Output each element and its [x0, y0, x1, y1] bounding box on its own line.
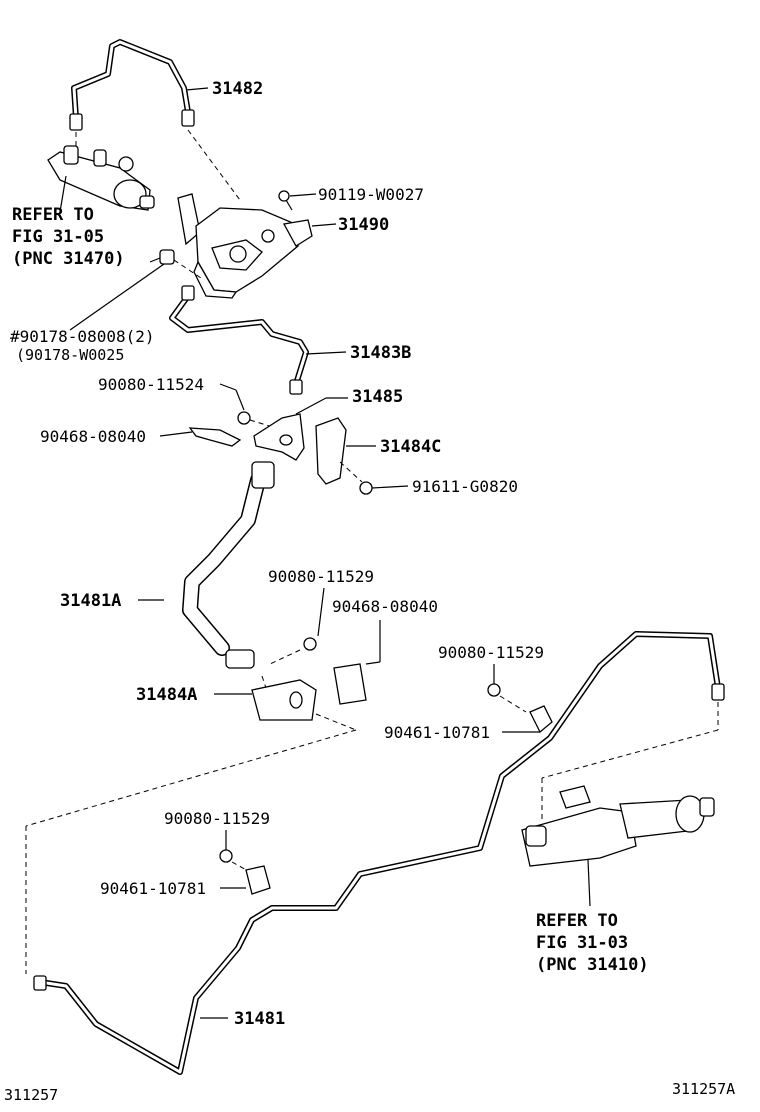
bracket-31484a [214, 679, 317, 721]
refer-bottom-line-3: (PNC 31410) [536, 955, 649, 975]
clamp-90461-10781-a [502, 705, 553, 734]
hose-31481a [182, 461, 275, 669]
label-90119-w0027: 90119-W0027 [318, 185, 424, 204]
label-90178-w0025: (90178-W0025 [16, 346, 124, 364]
refer-top-line-2: FIG 31-05 [12, 227, 104, 247]
valve-assembly-31490 [177, 193, 313, 299]
label-90461-10781-b: 90461-10781 [100, 879, 206, 898]
figure-code-right: 311257A [672, 1080, 735, 1098]
bolt-90080-11524 [219, 383, 277, 429]
label-31483b: 31483B [350, 343, 411, 363]
clamp-90461-10781-b [220, 865, 271, 895]
bolt-90119-w0027 [278, 190, 317, 211]
label-90461-10781-a: 90461-10781 [384, 723, 490, 742]
label-31484a: 31484A [136, 685, 197, 705]
label-31482: 31482 [212, 79, 263, 99]
master-cylinder-ref-31470 [47, 145, 155, 211]
refer-top-line-1: REFER TO [12, 205, 94, 225]
pipe-31481 [33, 631, 725, 1075]
master-cylinder-ref-31410 [521, 785, 715, 907]
clip-90468-08040-b [333, 620, 381, 705]
label-90468-08040-a: 90468-08040 [40, 427, 146, 446]
label-91611-g0820: 91611-G0820 [412, 477, 518, 496]
pipe-31482 [69, 39, 195, 131]
refer-top-line-3: (PNC 31470) [12, 249, 125, 269]
label-31481a: 31481A [60, 591, 121, 611]
nut-90178-08008 [69, 249, 205, 331]
label-31484c: 31484C [380, 437, 441, 457]
bolt-90080-11529-c [219, 830, 251, 873]
refer-bottom-line-1: REFER TO [536, 911, 618, 931]
label-90468-08040-b: 90468-08040 [332, 597, 438, 616]
clip-90468-08040-a [159, 427, 242, 447]
bolt-91611-g0820 [339, 461, 409, 495]
bolt-90080-11529-a [269, 587, 325, 665]
pipe-31483b [169, 285, 309, 395]
bracket-31484c [315, 417, 376, 485]
bolt-90080-11529-b [487, 664, 527, 713]
figure-code-left: 311257 [4, 1086, 58, 1104]
label-31481: 31481 [234, 1009, 285, 1029]
label-31485: 31485 [352, 387, 403, 407]
bracket-31485 [253, 397, 348, 461]
label-90080-11529-b: 90080-11529 [438, 643, 544, 662]
label-90080-11529-c: 90080-11529 [164, 809, 270, 828]
refer-bottom-line-2: FIG 31-03 [536, 933, 628, 953]
label-90080-11529-a: 90080-11529 [268, 567, 374, 586]
label-90178-08008: #90178-08008(2) [10, 327, 155, 346]
label-90080-11524: 90080-11524 [98, 375, 204, 394]
label-31490: 31490 [338, 215, 389, 235]
